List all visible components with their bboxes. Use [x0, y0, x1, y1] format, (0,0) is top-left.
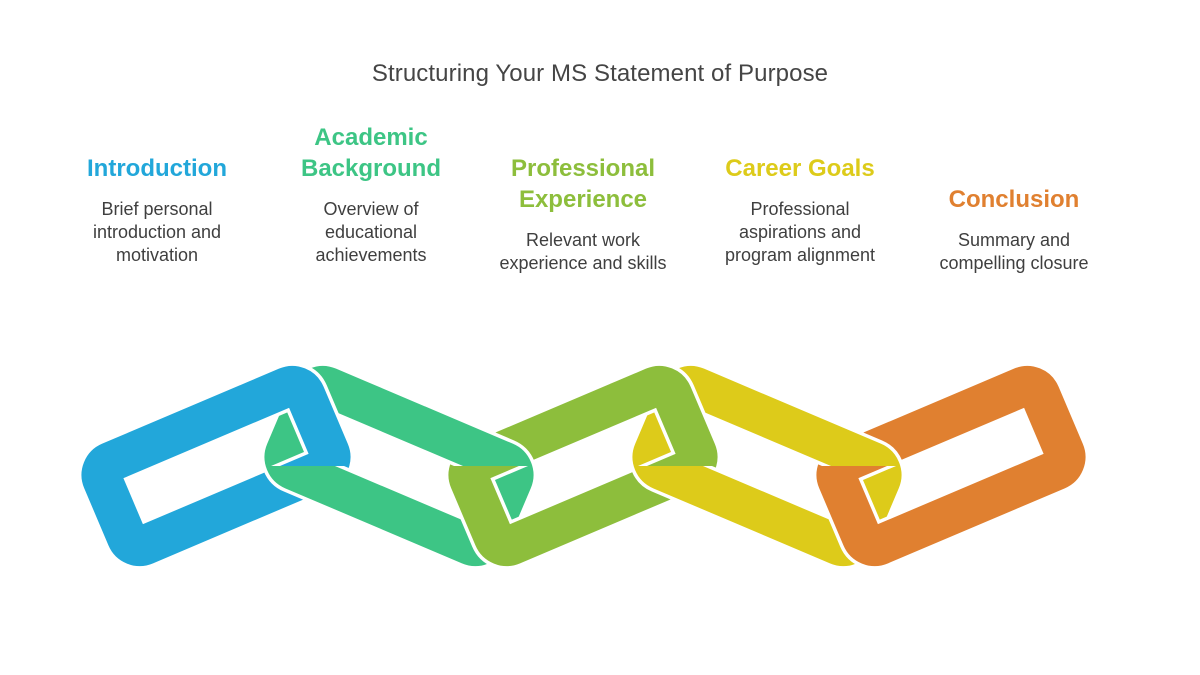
- step-description: Overview of educational achievements: [251, 198, 491, 267]
- heading-line: Introduction: [87, 155, 227, 182]
- step-career-goals: Career Goals Professional aspirations an…: [680, 153, 920, 267]
- description-line: program alignment: [724, 245, 876, 265]
- chain-link-conclusion: [832, 382, 1070, 551]
- step-introduction: Introduction Brief personal introduction…: [37, 153, 277, 267]
- heading-line: Conclusion: [948, 186, 1080, 213]
- description-line: Summary and: [957, 230, 1071, 250]
- heading-line: Background: [300, 155, 441, 182]
- description-line: introduction and: [92, 222, 222, 242]
- description-line: motivation: [115, 245, 199, 265]
- description-line: educational: [324, 222, 418, 242]
- step-description: Professional aspirations and program ali…: [680, 198, 920, 267]
- description-line: aspirations and: [738, 222, 862, 242]
- step-description: Relevant work experience and skills: [463, 229, 703, 275]
- description-line: Brief personal: [101, 199, 213, 219]
- step-heading: Academic Background: [251, 122, 491, 184]
- description-line: compelling closure: [939, 253, 1089, 273]
- description-line: Relevant work: [525, 230, 641, 250]
- step-heading: Introduction: [37, 153, 277, 184]
- heading-line: Career Goals: [725, 155, 875, 182]
- diagram-title: Structuring Your MS Statement of Purpose: [371, 60, 829, 87]
- step-professional-experience: Professional Experience Relevant work ex…: [463, 153, 703, 275]
- step-heading: Career Goals: [680, 153, 920, 184]
- description-line: Professional: [750, 199, 850, 219]
- heading-line: Professional: [510, 155, 656, 182]
- heading-line: Experience: [518, 186, 648, 213]
- description-line: Overview of: [323, 199, 419, 219]
- step-description: Brief personal introduction and motivati…: [37, 198, 277, 267]
- heading-line: Academic: [314, 124, 428, 151]
- description-line: achievements: [315, 245, 427, 265]
- step-conclusion: Conclusion Summary and compelling closur…: [894, 184, 1134, 275]
- description-line: experience and skills: [499, 253, 667, 273]
- step-heading: Professional Experience: [463, 153, 703, 215]
- step-description: Summary and compelling closure: [894, 229, 1134, 275]
- step-heading: Conclusion: [894, 184, 1134, 215]
- step-academic-background: Academic Background Overview of educatio…: [251, 122, 491, 267]
